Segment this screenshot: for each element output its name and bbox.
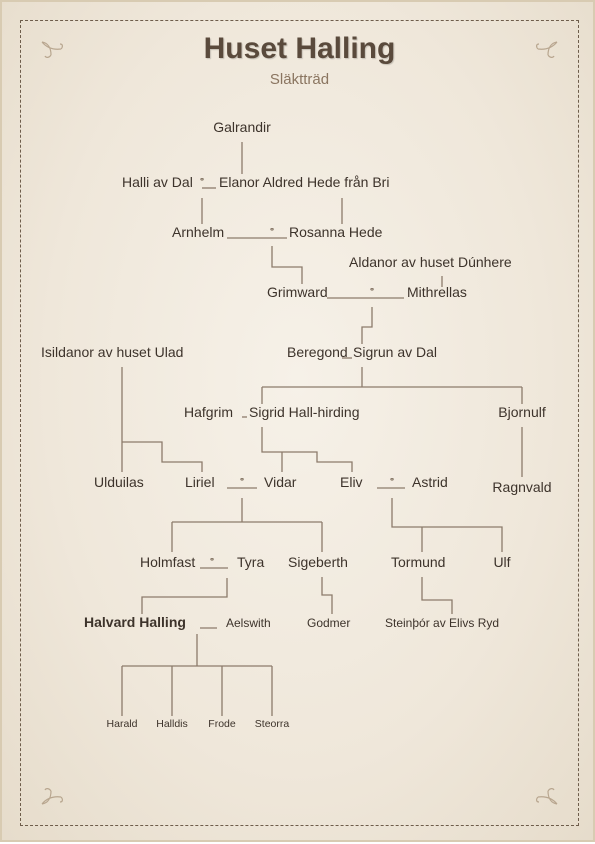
person-name-holmfast: Holmfast <box>140 554 195 570</box>
person-name-halli: Halli av Dal <box>122 174 193 190</box>
person-name-harald: Harald <box>107 718 138 730</box>
tree-connector-line <box>261 427 353 472</box>
tree-connector-line <box>271 246 303 284</box>
tree-connector-line <box>121 634 273 716</box>
person-name-arnhelm: Arnhelm <box>172 224 224 240</box>
corner-flourish-icon <box>41 788 63 805</box>
person-name-aelswith: Aelswith <box>226 616 271 630</box>
person-name-ulf: Ulf <box>493 554 510 570</box>
tree-connector-line <box>121 367 203 472</box>
person-name-liriel: Liriel <box>185 474 215 490</box>
person-name-eliv: Eliv <box>340 474 363 490</box>
person-name-tormund: Tormund <box>391 554 445 570</box>
person-name-steinthor: Steinþór av Elivs Ryd <box>385 616 499 630</box>
corner-flourish-icon <box>41 41 63 58</box>
tree-connector-line <box>391 498 503 552</box>
tree-connector-line <box>171 498 323 552</box>
person-name-halvard: Halvard Halling <box>84 614 186 630</box>
marriage-symbol-icon: ⚭ <box>269 227 275 234</box>
person-name-rosanna: Rosanna Hede <box>289 224 383 240</box>
person-name-isildanor: Isildanor av huset Ulad <box>41 344 183 360</box>
tree-connector-line <box>361 307 373 344</box>
marriage-symbol-icon: ⚭ <box>389 477 395 484</box>
person-name-godmer: Godmer <box>307 616 350 630</box>
person-name-ulduilas: Ulduilas <box>94 474 144 490</box>
corner-flourish-icon <box>536 788 558 805</box>
person-name-tyra: Tyra <box>237 554 264 570</box>
marriage-symbol-icon: ⚭ <box>209 557 215 564</box>
page-title: Huset Halling <box>203 32 396 65</box>
person-name-ragnvald: Ragnvald <box>492 479 551 495</box>
tree-connector-line <box>141 578 228 614</box>
tree-connector-line <box>321 577 333 614</box>
tree-connector-line <box>421 577 453 614</box>
marriage-symbol-icon: ⚭ <box>199 177 205 184</box>
person-name-hafgrim: Hafgrim <box>184 404 233 420</box>
marriage-symbol-icon: ⚭ <box>369 287 375 294</box>
tree-connector-line <box>261 367 523 404</box>
person-name-steorra: Steorra <box>255 718 290 730</box>
dashed-frame <box>20 20 579 826</box>
person-name-halldis: Halldis <box>156 718 188 730</box>
corner-flourish-icon <box>536 41 558 58</box>
person-name-astrid: Astrid <box>412 474 448 490</box>
person-name-sigrun: Sigrun av Dal <box>353 344 437 360</box>
person-name-mithrellas: Mithrellas <box>407 284 467 300</box>
person-name-elanor: Elanor Aldred Hede från Bri <box>219 174 389 190</box>
person-name-aldanor: Aldanor av huset Dúnhere <box>349 254 512 270</box>
person-name-sigrid: Sigrid Hall-hirding <box>249 404 360 420</box>
page-subtitle: Släktträd <box>269 71 330 88</box>
person-name-grimward: Grimward <box>267 284 328 300</box>
person-name-sigeberth: Sigeberth <box>288 554 348 570</box>
person-name-beregond: Beregond <box>287 344 348 360</box>
person-name-bjornulf: Bjornulf <box>498 404 546 420</box>
person-name-vidar: Vidar <box>264 474 297 490</box>
marriage-symbol-icon: ⚭ <box>239 477 245 484</box>
person-name-frode: Frode <box>208 718 236 730</box>
person-name-galrandir: Galrandir <box>213 119 271 135</box>
